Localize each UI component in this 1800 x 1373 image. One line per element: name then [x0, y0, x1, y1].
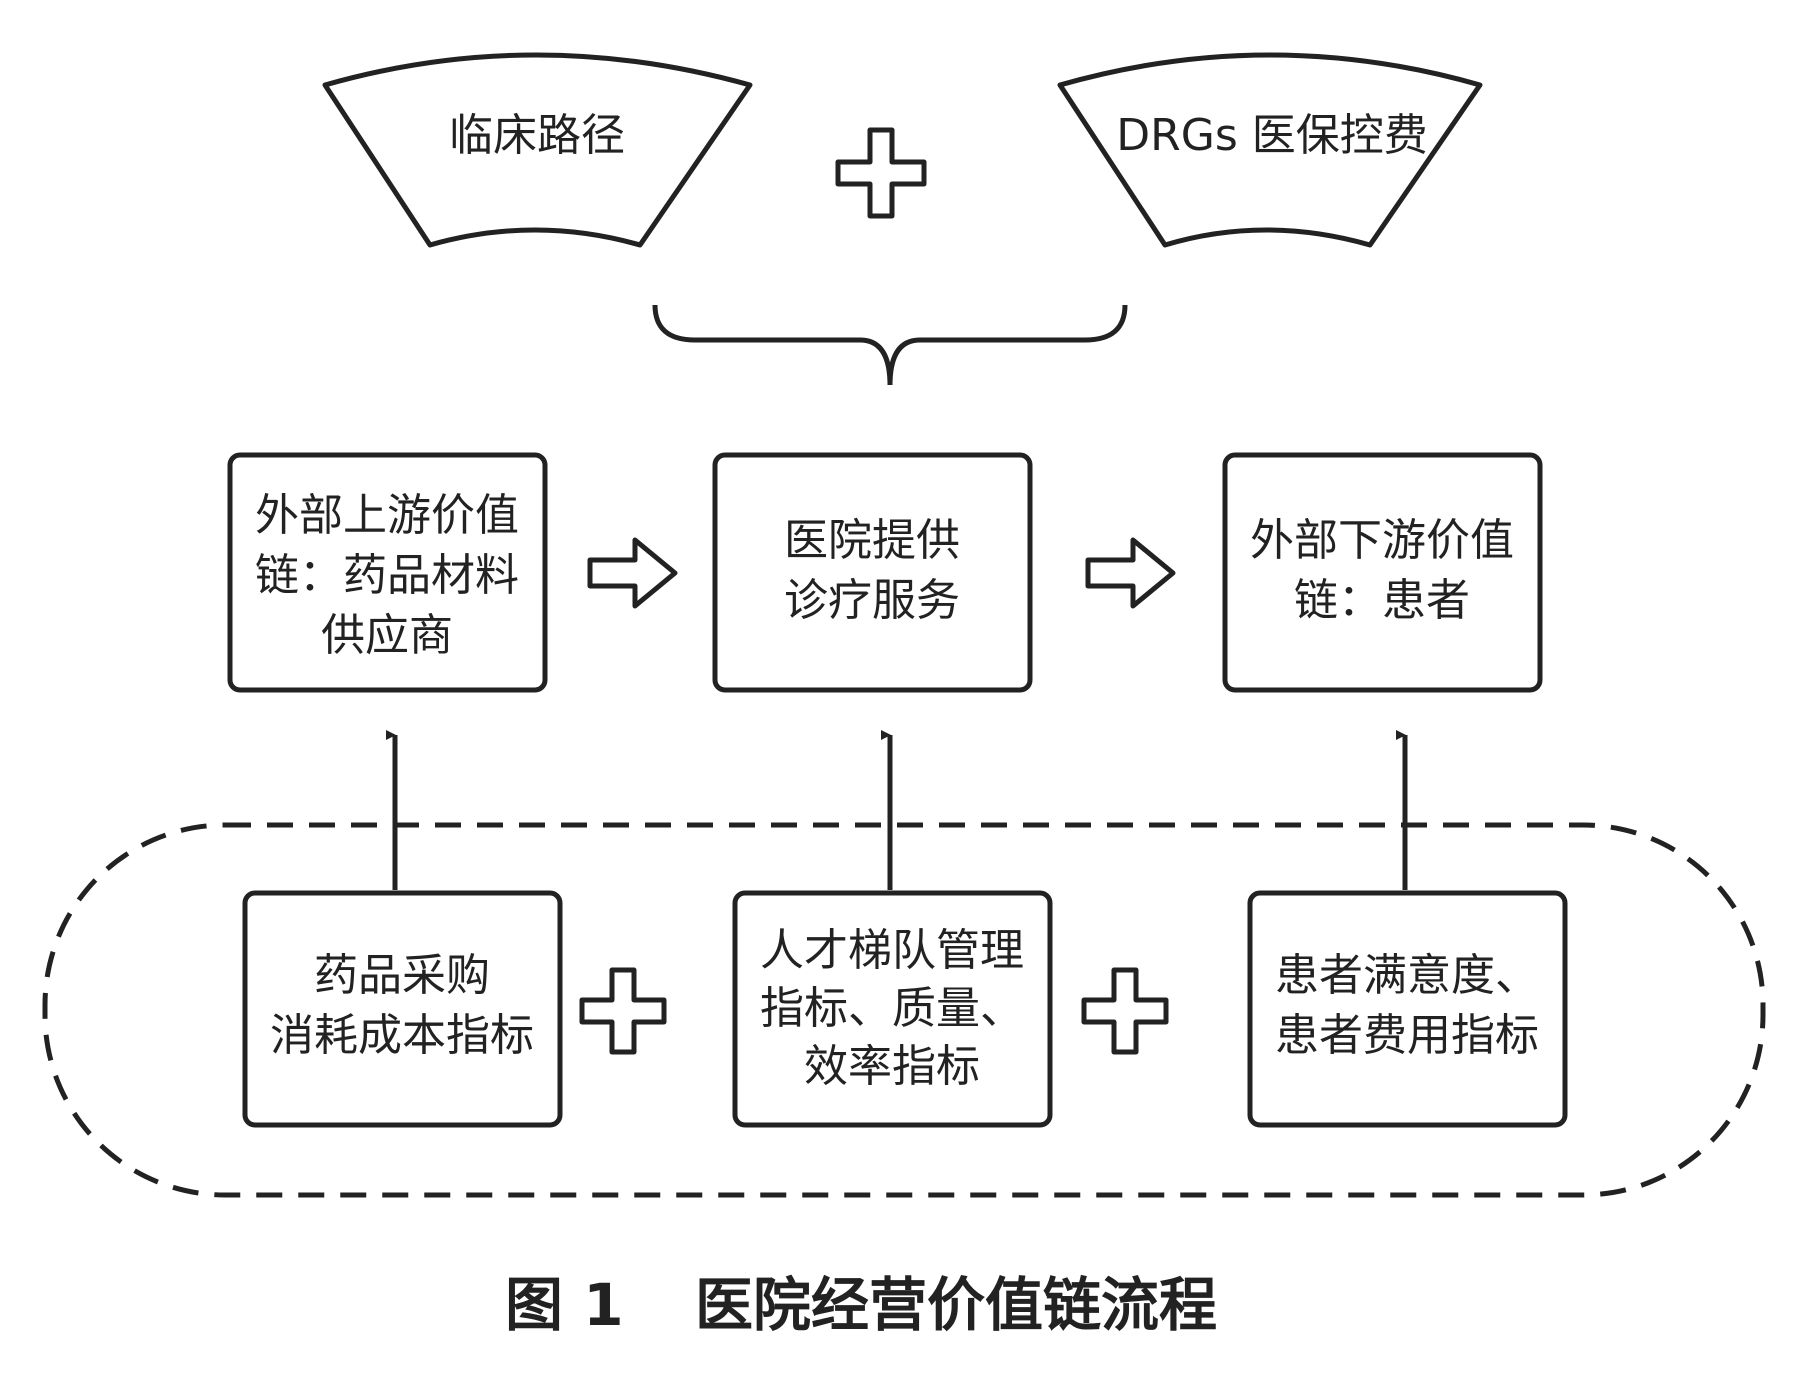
- chain-box-downstream: 外部下游价值 链：患者: [1222, 452, 1543, 693]
- curly-brace: [652, 304, 1128, 386]
- left-fan-label: 临床路径: [449, 110, 625, 161]
- chain-box-hospital: 医院提供 诊疗服务: [712, 452, 1033, 693]
- metric-talent-line-3: 效率指标: [804, 1041, 980, 1092]
- plus-icon-bottom-1: [579, 967, 667, 1055]
- chain-downstream-line-2: 链：患者: [1294, 575, 1470, 626]
- caption-number: 图 1: [505, 1271, 624, 1339]
- metric-box-patient: 患者满意度、 患者费用指标: [1247, 890, 1568, 1128]
- chain-hospital-line-1: 医院提供: [784, 515, 960, 566]
- metrics-container: [42, 822, 1766, 1198]
- metric-procurement-line-1: 药品采购: [314, 950, 490, 1001]
- chain-upstream-line-1: 外部上游价值: [255, 490, 519, 541]
- metric-box-talent: 人才梯队管理 指标、质量、 效率指标: [732, 890, 1053, 1128]
- flow-arrow-2: [1085, 537, 1176, 609]
- chain-upstream-line-2: 链：药品材料: [255, 550, 519, 601]
- flow-arrow-1: [587, 537, 678, 609]
- chain-upstream-line-3: 供应商: [321, 610, 453, 661]
- chain-box-upstream: 外部上游价值 链：药品材料 供应商: [227, 452, 548, 693]
- metric-talent-line-1: 人才梯队管理: [760, 925, 1024, 976]
- chain-downstream-line-1: 外部下游价值: [1250, 515, 1514, 566]
- caption-title: 医院经营价值链流程: [695, 1271, 1217, 1339]
- metric-patient-line-2: 患者费用指标: [1275, 1010, 1539, 1061]
- right-fan-label: DRGs 医保控费: [1116, 110, 1427, 161]
- metric-patient-line-1: 患者满意度、: [1275, 950, 1539, 1001]
- left-fan-node: 临床路径: [322, 52, 753, 248]
- metric-box-procurement: 药品采购 消耗成本指标: [242, 890, 563, 1128]
- plus-icon-top: [835, 127, 927, 219]
- metric-talent-line-2: 指标、质量、: [760, 983, 1024, 1034]
- metric-procurement-line-2: 消耗成本指标: [270, 1010, 534, 1061]
- right-fan-node: DRGs 医保控费: [1057, 52, 1483, 248]
- chain-hospital-line-2: 诊疗服务: [784, 575, 960, 626]
- plus-icon-bottom-2: [1081, 967, 1169, 1055]
- figure-caption: 图 1 医院经营价值链流程: [505, 1271, 1217, 1339]
